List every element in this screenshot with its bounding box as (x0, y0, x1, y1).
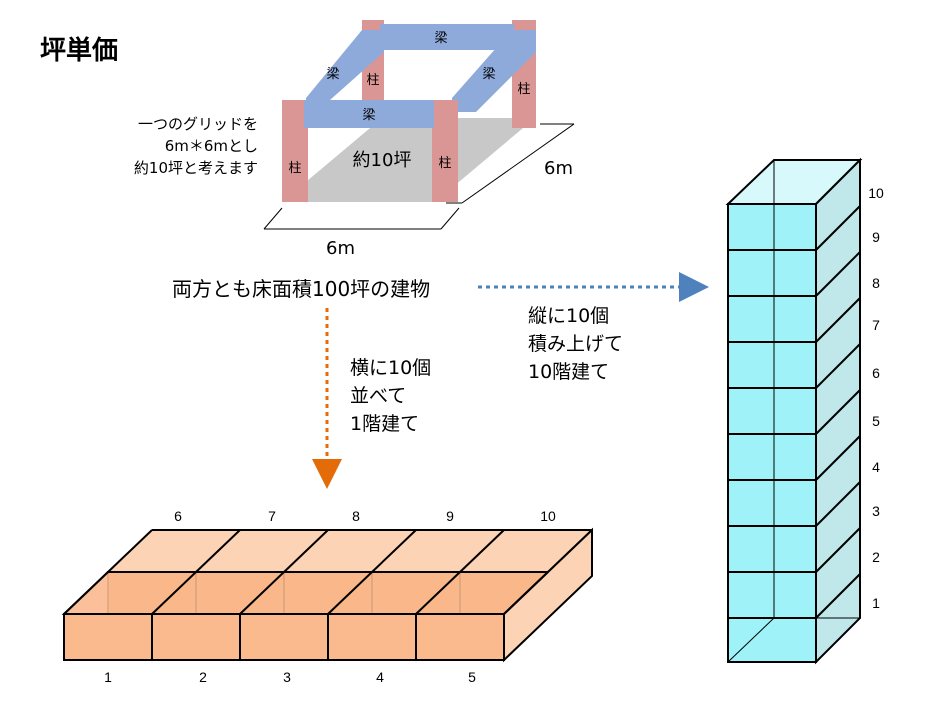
horizontal-note: 横に10個 並べて 1階建て (350, 357, 432, 435)
back-number-label: 8 (352, 508, 360, 524)
column-label: 柱 (438, 156, 451, 171)
beam-label: 梁 (326, 67, 339, 82)
dim-line-depth (461, 123, 575, 204)
beam-back (380, 24, 514, 50)
floor-slab (282, 118, 535, 202)
floor-number-label: 10 (868, 185, 884, 201)
back-number-label: 10 (540, 508, 556, 524)
area-label: 約10坪 (353, 150, 412, 171)
column-front-right (432, 100, 458, 202)
floor-number-label: 9 (872, 229, 880, 245)
back-number-label: 9 (446, 508, 454, 524)
column-label: 柱 (517, 82, 530, 97)
beam-label: 梁 (482, 67, 495, 82)
page-title: 坪単価 (40, 36, 119, 66)
beam-front (304, 100, 434, 128)
beam-right (452, 30, 536, 112)
floor-number-label: 3 (872, 503, 880, 519)
tower-block (725, 157, 863, 665)
floor-number-label: 7 (872, 317, 880, 333)
dimension-width: 6m (326, 238, 355, 259)
number-labels: 1 2 3 4 5 6 7 8 9 10 1 2 3 4 5 6 7 8 9 10 (104, 185, 884, 685)
grid-note: 一つのグリッドを 6m＊6mとし 約10坪と考えます (133, 115, 258, 177)
back-number-label: 6 (174, 508, 182, 524)
column-label: 柱 (366, 73, 379, 88)
floor-number-label: 8 (872, 275, 880, 291)
front-number-label: 3 (283, 669, 291, 685)
front-number-label: 5 (468, 669, 476, 685)
front-number-label: 1 (104, 669, 112, 685)
floor-number-label: 1 (872, 595, 880, 611)
dimension-depth: 6m (544, 158, 573, 179)
beam-left (306, 30, 384, 100)
floor-number-label: 6 (872, 365, 880, 381)
front-number-label: 2 (199, 669, 207, 685)
beam-label: 梁 (362, 108, 375, 123)
horizontal-block (61, 527, 594, 663)
floor-number-label: 2 (872, 549, 880, 565)
beam-label: 梁 (434, 31, 447, 46)
front-number-label: 4 (376, 669, 384, 685)
column-label: 柱 (288, 161, 301, 176)
column-front-left (282, 100, 308, 202)
back-number-label: 7 (268, 508, 276, 524)
floor-number-label: 4 (872, 459, 880, 475)
floor-number-label: 5 (872, 413, 880, 429)
frame-diagram: 梁 梁 梁 梁 柱 柱 柱 柱 約10坪 (263, 20, 575, 230)
vertical-note: 縦に10個 積み上げて 10階建て (528, 305, 624, 383)
heading: 両方とも床面積100坪の建物 (172, 277, 431, 301)
